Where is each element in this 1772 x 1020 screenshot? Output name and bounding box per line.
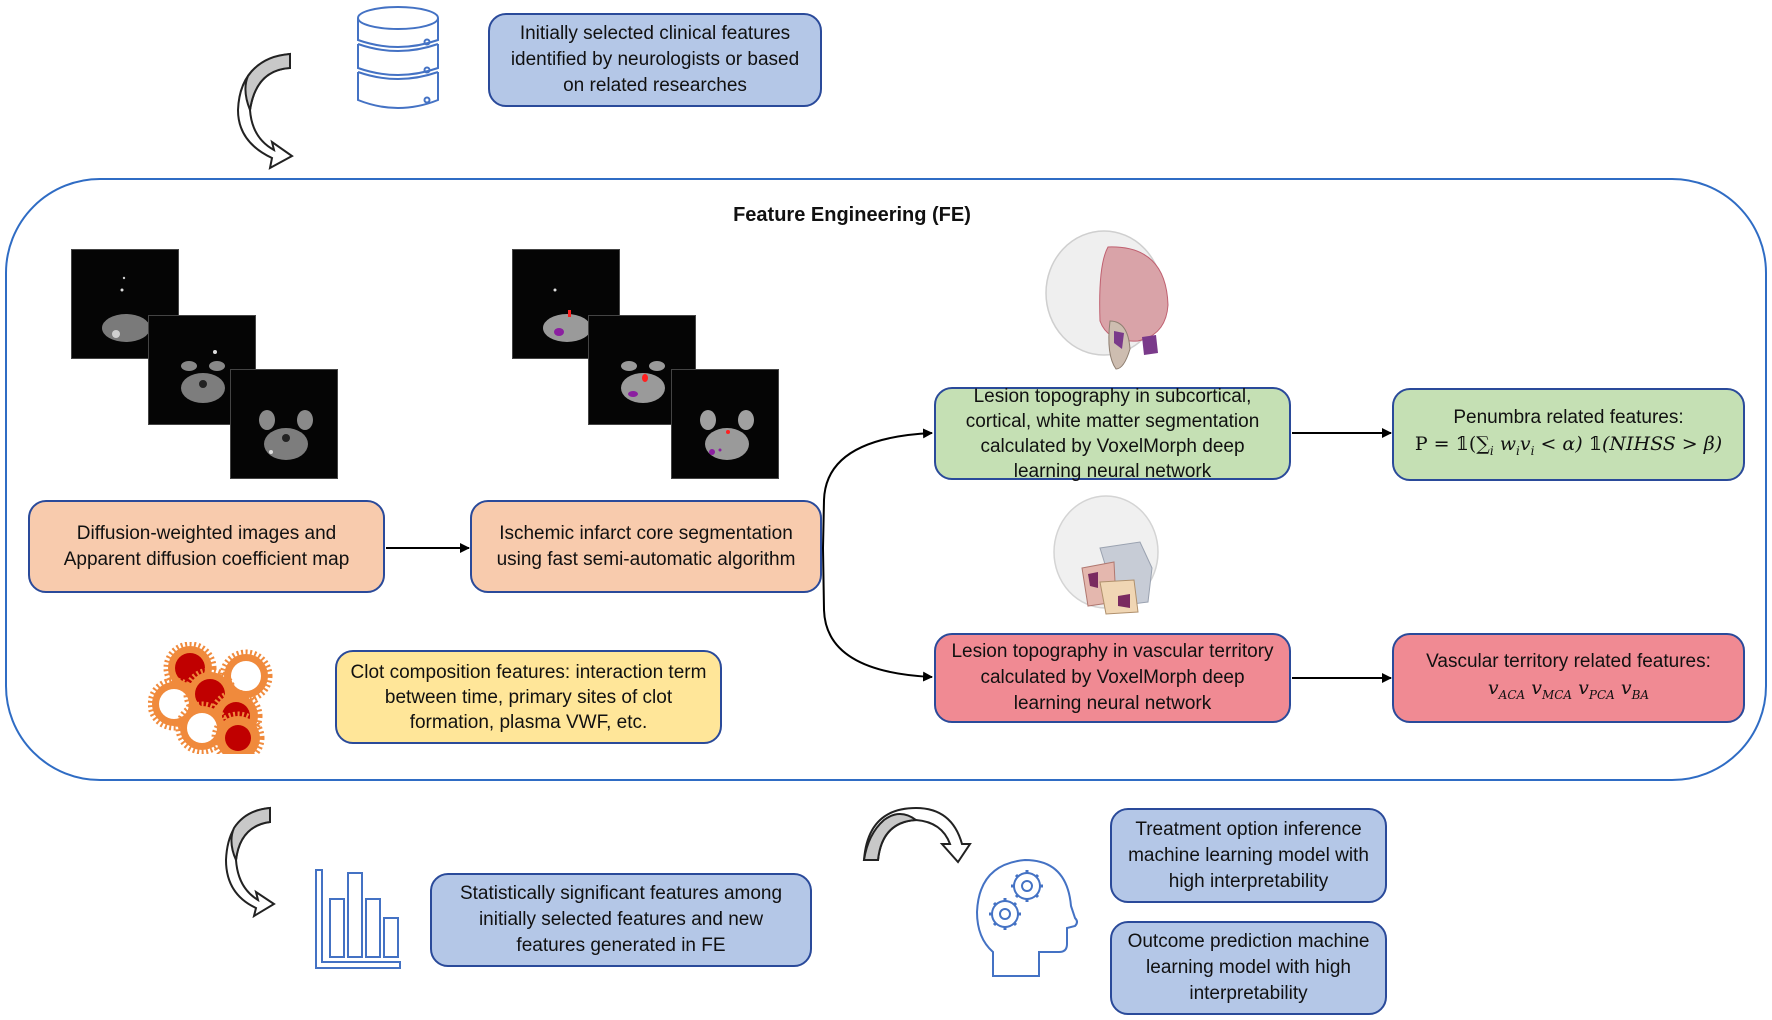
formula-v: v	[1519, 433, 1531, 456]
penumbra-features-box: Penumbra related features: P = 𝟙(∑i wivi…	[1392, 388, 1745, 481]
mri-slice-image	[259, 410, 313, 460]
formula-sum-sub: i	[1489, 443, 1494, 458]
bar-chart-icon	[315, 869, 401, 969]
brain-3d-render-subcortical	[1045, 230, 1169, 370]
lesion-subcortical-text: Lesion topography in subcortical, cortic…	[965, 385, 1260, 482]
curved-arrow-icon	[862, 806, 972, 864]
vascular-term-sub: ACA	[1498, 687, 1526, 702]
treatment-model-box: Treatment option inference machine learn…	[1110, 808, 1387, 903]
outcome-model-box: Outcome prediction machine learning mode…	[1110, 921, 1387, 1015]
initial-features-box: Initially selected clinical features ide…	[488, 13, 822, 107]
vascular-term-sub: BA	[1631, 687, 1650, 702]
blood-clot-icon	[148, 642, 276, 754]
formula-v-sub: i	[1530, 443, 1535, 458]
mri-slice-image	[621, 361, 665, 403]
treatment-model-text: Treatment option inference machine learn…	[1128, 818, 1369, 892]
vascular-title: Vascular territory related features:	[1426, 650, 1711, 672]
mri-slice-segmented-1	[512, 249, 620, 359]
lesion-vascular-text: Lesion topography in vascular territory …	[951, 641, 1274, 714]
mri-slice-image	[102, 276, 150, 342]
clot-composition-box: Clot composition features: interaction t…	[335, 650, 722, 744]
mri-slice-segmented-3	[671, 369, 779, 479]
mri-slice-dwi-3	[230, 369, 338, 479]
mri-slice-image	[543, 288, 591, 342]
vascular-term-v: v	[1578, 676, 1589, 699]
database-icon	[357, 6, 439, 109]
formula-nihss: (NIHSS > β)	[1601, 433, 1723, 456]
penumbra-title: Penumbra related features:	[1453, 407, 1684, 429]
lesion-subcortical-box: Lesion topography in subcortical, cortic…	[934, 386, 1291, 482]
vascular-term-v: v	[1487, 676, 1499, 699]
statistically-significant-text: Statistically significant features among…	[459, 883, 783, 956]
vascular-term-v: v	[1531, 676, 1542, 699]
formula-lhs: P =	[1414, 433, 1456, 456]
outcome-model-text: Outcome prediction machine learning mode…	[1127, 931, 1370, 1004]
vascular-term-sub: MCA	[1541, 687, 1573, 702]
clot-composition-text: Clot composition features: interaction t…	[350, 661, 707, 733]
dwi-adc-text: Diffusion-weighted images and Apparent d…	[63, 522, 350, 570]
formula-lt-alpha: < α)	[1534, 433, 1589, 456]
vascular-formula: vACA vMCA vPCA vBA	[1426, 675, 1711, 708]
frame-title: Feature Engineering (FE)	[733, 204, 971, 226]
penumbra-formula: P = 𝟙(∑i wivi < α) 𝟙(NIHSS > β)	[1415, 431, 1722, 464]
curved-arrow-icon	[224, 806, 276, 919]
formula-sum: (∑	[1468, 433, 1490, 456]
vascular-term-v: v	[1620, 676, 1632, 699]
ischemic-segmentation-box: Ischemic infarct core segmentation using…	[470, 500, 822, 593]
brain-3d-render-vascular	[1053, 495, 1159, 615]
dwi-adc-box: Diffusion-weighted images and Apparent d…	[28, 500, 385, 593]
feature-engineering-frame	[5, 178, 1767, 781]
initial-features-text: Initially selected clinical features ide…	[510, 23, 800, 96]
head-gears-icon	[975, 858, 1078, 977]
mri-slice-image	[181, 350, 225, 403]
mri-slice-image	[700, 410, 754, 460]
ischemic-segmentation-text: Ischemic infarct core segmentation using…	[496, 522, 796, 570]
lesion-vascular-box: Lesion topography in vascular territory …	[934, 633, 1291, 723]
formula-w: w	[1493, 433, 1516, 456]
statistically-significant-box: Statistically significant features among…	[430, 873, 812, 967]
vascular-features-box: Vascular territory related features: vAC…	[1392, 633, 1745, 723]
curved-arrow-icon	[236, 52, 294, 170]
formula-indicator-2: 𝟙	[1588, 433, 1602, 456]
formula-indicator: 𝟙	[1455, 433, 1469, 456]
vascular-term-sub: PCA	[1588, 687, 1615, 702]
formula-w-sub: i	[1516, 443, 1520, 458]
